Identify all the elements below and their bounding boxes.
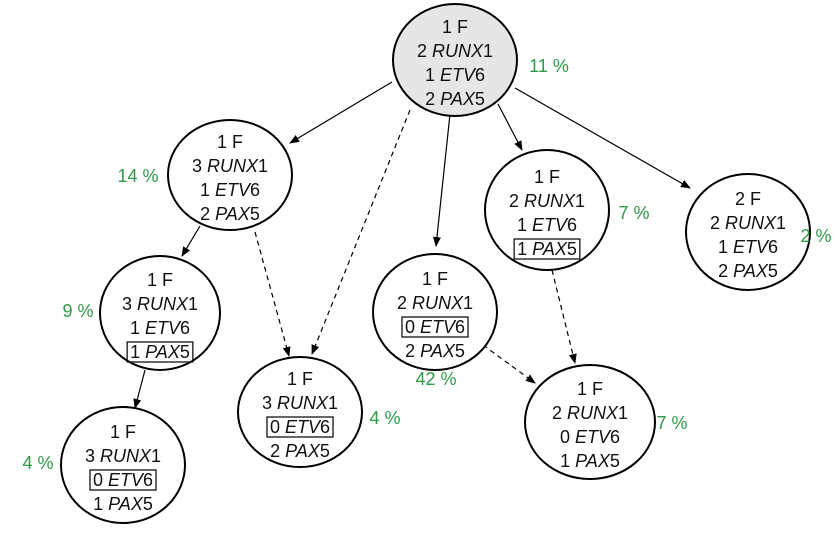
- node-line: 3 RUNX1: [262, 393, 338, 413]
- clone-node-n7: 1 F 3 RUNX1 0 ETV6 2 PAX5 4 %: [237, 356, 401, 468]
- clone-percent: 11 %: [529, 56, 569, 76]
- node-line: 1 F: [577, 379, 603, 399]
- node-line: 1 F: [442, 17, 468, 37]
- node-line: 0 ETV6: [560, 427, 620, 447]
- clone-node-n9: 1 F 3 RUNX1 0 ETV6 1 PAX5 4 %: [22, 406, 186, 524]
- highlight-box: [126, 341, 194, 363]
- edge-n3-to-n8: [551, 269, 577, 364]
- node-ellipse: [372, 253, 498, 371]
- node-line: 1 PAX5: [93, 494, 153, 514]
- node-line: 2 RUNX1: [417, 41, 493, 61]
- highlight-box: [401, 316, 469, 338]
- clone-node-n5: 1 F 3 RUNX1 1 ETV6 1 PAX5 9 %: [62, 255, 221, 371]
- node-ellipse: [484, 149, 610, 271]
- node-line: 1 F: [110, 422, 136, 442]
- node-line: 1 F: [534, 167, 560, 187]
- node-line: 1 ETV6: [425, 65, 485, 85]
- node-ellipse: [524, 364, 656, 480]
- highlight-box: [266, 416, 334, 438]
- node-line: 3 RUNX1: [85, 446, 161, 466]
- node-line: 1 F: [422, 269, 448, 289]
- highlight-box: [513, 238, 581, 260]
- node-ellipse: [685, 173, 811, 291]
- node-ellipse: [60, 406, 186, 524]
- edge-n5-to-n9: [133, 369, 146, 409]
- node-line: 1 ETV6: [200, 180, 260, 200]
- edge-n2-to-n5: [181, 225, 201, 257]
- clone-node-n8: 1 F 2 RUNX1 0 ETV6 1 PAX5 7 %: [524, 364, 688, 480]
- node-line: 2 PAX5: [270, 441, 330, 461]
- node-line: 2 PAX5: [405, 341, 465, 361]
- node-line: 0 ETV6: [405, 317, 465, 337]
- clone-node-n2: 1 F 3 RUNX1 1 ETV6 2 PAX5 14 %: [117, 119, 293, 231]
- node-line: 2 RUNX1: [710, 213, 786, 233]
- clone-node-n3: 1 F 2 RUNX1 1 ETV6 1 PAX5 7 %: [484, 149, 650, 271]
- clone-percent: 2 %: [800, 226, 831, 246]
- clone-percent: 7 %: [618, 203, 649, 223]
- node-line: 1 F: [217, 132, 243, 152]
- node-line: 2 PAX5: [718, 261, 778, 281]
- node-line: 3 RUNX1: [192, 156, 268, 176]
- node-line: 1 PAX5: [517, 239, 577, 259]
- edge-n2-to-n7: [254, 231, 291, 357]
- node-line: 1 PAX5: [560, 451, 620, 471]
- node-line: 1 F: [147, 270, 173, 290]
- highlight-box: [89, 469, 157, 491]
- edge-root-to-n6: [432, 113, 451, 247]
- clone-percent: 7 %: [656, 413, 687, 433]
- edge-root-to-n3: [497, 103, 523, 151]
- node-line: 1 PAX5: [130, 342, 190, 362]
- clone-node-n6: 1 F 2 RUNX1 0 ETV6 2 PAX5 42 %: [372, 253, 498, 389]
- node-line: 3 RUNX1: [122, 294, 198, 314]
- edge-root-to-n7: [311, 109, 411, 355]
- node-line: 2 RUNX1: [397, 293, 473, 313]
- node-line: 2 RUNX1: [509, 191, 585, 211]
- node-line: 1 ETV6: [130, 318, 190, 338]
- clone-percent: 4 %: [369, 408, 400, 428]
- node-line: 2 PAX5: [200, 204, 260, 224]
- node-line: 2 PAX5: [425, 89, 485, 109]
- clone-node-root: 1 F 2 RUNX1 1 ETV6 2 PAX5 11 %: [392, 3, 569, 117]
- node-line: 0 ETV6: [93, 470, 153, 490]
- edge-root-to-n2: [289, 81, 393, 144]
- clone-percent: 9 %: [62, 301, 93, 321]
- node-ellipse: [392, 3, 518, 117]
- clone-percent: 42 %: [415, 369, 456, 389]
- node-line: 2 RUNX1: [552, 403, 628, 423]
- node-line: 2 F: [735, 189, 761, 209]
- node-line: 1 ETV6: [718, 237, 778, 257]
- edge-root-to-n4: [514, 87, 691, 189]
- node-ellipse: [237, 356, 363, 468]
- clone-node-n4: 2 F 2 RUNX1 1 ETV6 2 PAX5 2 %: [685, 173, 832, 291]
- node-line: 0 ETV6: [270, 417, 330, 437]
- clone-percent: 14 %: [117, 166, 158, 186]
- node-ellipse: [167, 119, 293, 231]
- edge-n6-to-n8: [482, 344, 536, 384]
- node-line: 1 F: [287, 369, 313, 389]
- clone-percent: 4 %: [22, 453, 53, 473]
- node-line: 1 ETV6: [517, 215, 577, 235]
